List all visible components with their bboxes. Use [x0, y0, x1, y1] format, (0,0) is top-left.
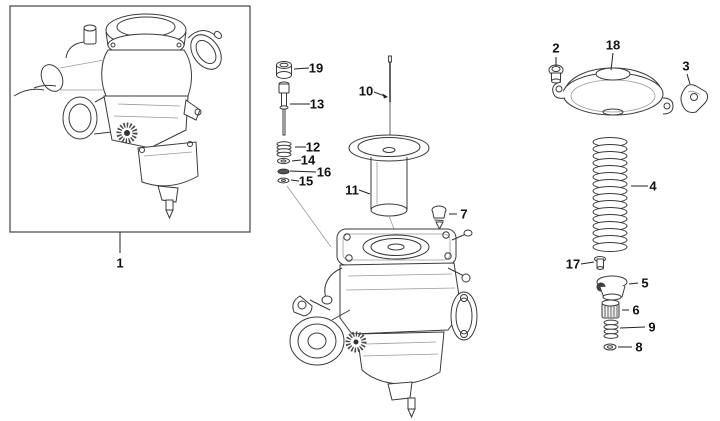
- part-6-knurled-adjuster-drawing: [601, 299, 620, 319]
- callout-14: 14: [300, 152, 316, 168]
- callout-2: 2: [552, 40, 560, 56]
- callout-3: 3: [682, 58, 690, 74]
- callout-6: 6: [632, 302, 640, 318]
- callout-18: 18: [605, 37, 621, 53]
- callout-19: 19: [308, 60, 324, 76]
- callout-8: 8: [635, 339, 643, 355]
- carburetor-body-drawing: [286, 185, 478, 419]
- part-5-needle-valve-seat-drawing: [596, 275, 628, 301]
- callout-13: 13: [309, 96, 325, 112]
- part-9-small-spring-drawing: [603, 319, 619, 339]
- inset-assembled-carburetor: [9, 5, 251, 233]
- callout-12: 12: [305, 139, 321, 155]
- callout-9: 9: [648, 319, 656, 335]
- part-18-diaphragm-cover-drawing: [552, 67, 674, 116]
- callout-17: 17: [565, 256, 581, 272]
- callout-1: 1: [116, 255, 124, 271]
- part-19-cap-drawing: [276, 61, 292, 79]
- callout-16: 16: [316, 164, 332, 180]
- callout-4: 4: [649, 178, 657, 194]
- part-3-clamp-drawing: [680, 84, 709, 113]
- part-4-compression-spring-drawing: [592, 137, 628, 252]
- callout-leader-lines: [119, 52, 691, 348]
- callout-11: 11: [345, 182, 359, 198]
- part-2-screw-drawing: [548, 64, 564, 84]
- part-8-washer-drawing: [603, 343, 617, 351]
- part-11-vacuum-piston-drawing: [348, 134, 430, 217]
- callout-5: 5: [641, 275, 649, 291]
- part-7-screw-drawing: [431, 205, 447, 231]
- callout-10: 10: [358, 83, 374, 99]
- callout-7: 7: [460, 206, 468, 222]
- part-17-pin-drawing: [594, 256, 606, 270]
- part-13-jet-needle-holder-drawing: [278, 81, 290, 136]
- part-16-seal-drawing: [277, 168, 290, 175]
- part-12-spring-drawing: [276, 141, 292, 158]
- part-15-washer-drawing: [277, 177, 290, 184]
- part-14-washer-drawing: [277, 157, 290, 165]
- part-10-jet-needle-drawing: [388, 55, 392, 138]
- callout-15: 15: [298, 173, 314, 189]
